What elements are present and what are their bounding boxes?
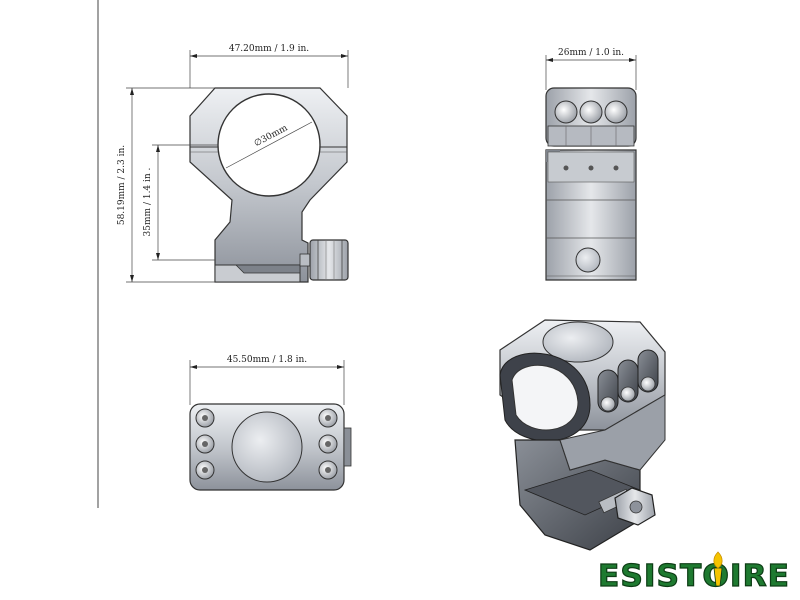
front-view: 47.20mm / 1.9 in. ∅30mm 58.19mm / 2.3 in… <box>117 44 349 283</box>
side-bolt-end <box>575 247 601 273</box>
side-screw-head <box>554 100 578 124</box>
center-height-label: 35mm / 1.4 in . <box>143 167 153 236</box>
logo-text: ESISTOIRE <box>598 559 790 594</box>
front-width-label: 47.20mm / 1.9 in. <box>229 44 309 54</box>
top-view: 45.50mm / 1.8 in. <box>189 355 352 491</box>
cross-bolt-nut <box>309 239 349 281</box>
top-length-label: 45.50mm / 1.8 in. <box>227 355 307 365</box>
side-screw-head <box>604 100 628 124</box>
side-screw-head <box>579 100 603 124</box>
side-width-label: 26mm / 1.0 in. <box>558 48 624 58</box>
isometric-view <box>499 319 666 551</box>
side-view: 26mm / 1.0 in. <box>545 48 637 281</box>
logo-torch-icon <box>713 551 723 587</box>
logo: ESISTOIRE <box>597 551 790 595</box>
front-height-label: 58.19mm / 2.3 in. <box>117 145 127 225</box>
top-bore-disc <box>231 411 303 483</box>
top-screw-group <box>195 408 338 480</box>
